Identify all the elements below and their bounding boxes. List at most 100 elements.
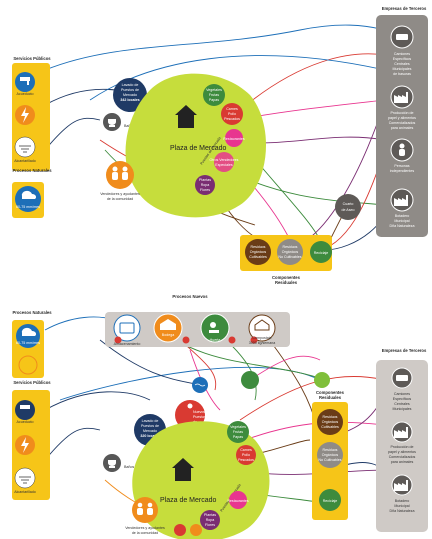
- res2-nocult-line2: Orgánicos: [322, 453, 339, 457]
- carnes-line2: Pollo: [228, 112, 236, 116]
- camiones-line5: de basuras: [393, 72, 411, 76]
- reciclaje-node: [310, 241, 332, 263]
- res2-nocult-line3: No Cultivables: [318, 458, 341, 462]
- empresa2-botadero: Botadero Municipal Dña Naturaleza: [390, 474, 415, 513]
- banos-label: Baños: [124, 124, 134, 128]
- empresa-camiones: Camiones Específicos Centrales Municipal…: [390, 25, 414, 76]
- empresa2-produccion: Producción de papel y alimentos Comercia…: [388, 421, 416, 464]
- verduras-line1: Vegetales: [206, 88, 222, 92]
- residuos-cultivables-node: [245, 239, 271, 265]
- restaurantes-label: Restaurantes: [223, 137, 245, 141]
- carnes-node-2: [236, 445, 256, 465]
- produccion2-line3: Comercializados: [389, 455, 416, 459]
- res-cult-line1: Residuos: [251, 245, 266, 249]
- camiones2-line4: Municipales: [393, 407, 412, 411]
- almacenamiento-node: Almacenamiento: [113, 314, 141, 346]
- person-icon: [399, 143, 405, 149]
- componentes2-line1: Componentes: [316, 390, 345, 395]
- compostaje-line2: 3000 kg/semana: [249, 341, 276, 345]
- almacenamiento-line1: Almacenamiento: [114, 342, 141, 346]
- empresa-personas: Personas independientes: [390, 138, 415, 173]
- carnes-node: [221, 103, 243, 125]
- mini-badge-node: [174, 524, 186, 536]
- produccion-line3: Comercializados: [389, 121, 416, 125]
- res2-cult-line1: Residuos: [323, 415, 338, 419]
- especiales-node: [214, 152, 234, 172]
- rain-cloud-icon: [21, 190, 37, 199]
- sewer-icon: [19, 476, 31, 484]
- botadero2-line1: Botadero: [395, 499, 410, 503]
- factory-icon: [394, 92, 408, 103]
- market-house-icon: [172, 458, 194, 481]
- cuarto-aseo-node: [335, 194, 361, 220]
- produccion2-line1: Producción de: [391, 445, 414, 449]
- empresas2-title-line: Empresas de Terceros: [382, 348, 427, 353]
- verduras-node: [203, 84, 225, 106]
- bodega-label: Bodega: [162, 333, 174, 337]
- restaurantes-label-2: Restaurantes: [227, 499, 249, 503]
- personas-line2: independientes: [390, 169, 415, 173]
- carnes2-line3: Pescados: [238, 458, 254, 462]
- plantas-line2: Ropa: [201, 183, 210, 187]
- carnes2-line1: Carnes: [240, 448, 252, 452]
- carnes-line3: Pescados: [224, 117, 240, 121]
- nuevos-line2: Puestos: [193, 415, 206, 419]
- naturales-title: Procesos Naturales: [12, 310, 52, 315]
- empresa-produccion: Producción de papel y alimentos Comercia…: [388, 85, 416, 130]
- top-diagram: Servicios Públicos Acueducto Alcantarill…: [12, 6, 428, 285]
- water-icon: [194, 383, 206, 387]
- procesos-title: Procesos Naturales: [12, 168, 52, 173]
- people-icon: [112, 166, 128, 180]
- acueducto-label: Acueducto: [17, 92, 34, 96]
- worker-icon: [187, 403, 193, 409]
- res2-nocult-line1: Residuos: [323, 448, 338, 452]
- servicios-title: Servicios Públicos: [13, 56, 51, 61]
- res-nocult-line2: Orgánicos: [282, 250, 299, 254]
- vendors-node-2: [132, 497, 158, 523]
- camiones-line1: Camiones: [394, 52, 410, 56]
- faucet-icon: [20, 77, 30, 81]
- faucet-icon: [20, 405, 30, 409]
- people-icon: [137, 502, 153, 515]
- empresas-panel: [376, 15, 428, 237]
- plantas-node-2: [200, 510, 220, 530]
- warehouse-icon: [160, 319, 176, 330]
- res-cult-line3: Cultivables: [249, 255, 267, 259]
- empresas-title: Empresas de Terceros: [382, 6, 427, 11]
- huerta-node: Huerta: [200, 313, 236, 344]
- reciclaje-node-2: [319, 489, 341, 511]
- verduras2-line2: Frutas: [233, 430, 243, 434]
- camiones2-line2: Específicos: [393, 397, 412, 401]
- bottom-diagram: Procesos Nuevos Almacenamiento Bodega Hu…: [12, 294, 428, 539]
- camiones-line2: Específicos: [393, 57, 412, 61]
- restaurantes-node-2: [229, 491, 247, 509]
- mini-warehouse-node: [190, 524, 202, 536]
- produccion2-line2: papel y alimentos: [388, 450, 416, 454]
- produccion2-line4: para animales: [391, 460, 414, 464]
- lavado2-line1: Lavado de: [142, 419, 159, 423]
- lightning-icon: [21, 107, 29, 123]
- res-nocult-line3: No Cultivables: [278, 255, 301, 259]
- vendors2-line1: Vendedores y ayudantes: [125, 526, 165, 530]
- botadero2-line3: Dña Naturaleza: [390, 509, 415, 513]
- alcantarillado-label: Alcantarillado: [14, 159, 36, 163]
- cuarto-line2: de Aseo: [342, 208, 355, 212]
- bodega-node: Bodega: [153, 313, 190, 344]
- empresa2-camiones: Camiones Específicos Centrales Municipal…: [391, 367, 413, 411]
- plaza-label: Plaza de Mercado: [170, 145, 227, 152]
- acueducto-label-2: Acueducto: [17, 420, 34, 424]
- alcantarillado-node-2: [14, 467, 36, 489]
- vendors-node: [106, 161, 134, 189]
- verduras-line2: Frutas: [209, 93, 219, 97]
- rain-label-2: 60-75 mm/mes: [16, 341, 40, 345]
- lavado2-line3: Mercado: [143, 429, 157, 433]
- res2-cult-line3: Cultivables: [321, 425, 339, 429]
- sewer-icon: [19, 145, 31, 153]
- residuos-no-cultivables-node-2: [317, 442, 343, 468]
- carnes2-line2: Pollo: [242, 453, 250, 457]
- plantas-node: [195, 175, 215, 195]
- especiales-line1: Otros Vendedores: [210, 158, 239, 162]
- toilet-icon: [108, 460, 116, 468]
- mini-plant-node: [314, 372, 330, 388]
- rain-cloud-icon: [21, 327, 37, 336]
